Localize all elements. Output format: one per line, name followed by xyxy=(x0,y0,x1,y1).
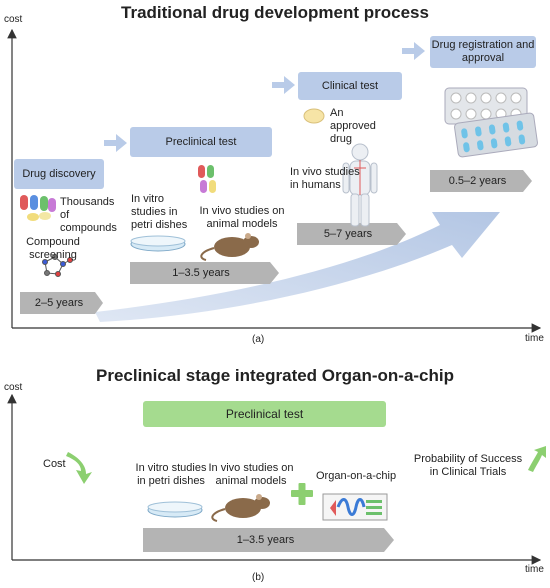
human-body-icon xyxy=(342,143,378,227)
caption-a: (a) xyxy=(252,334,265,345)
duration-approval: 0.5–2 years xyxy=(448,175,507,187)
caption-b: (b) xyxy=(252,572,265,583)
petri-dish-b-icon xyxy=(147,501,203,518)
petri-dish-icon xyxy=(130,235,186,252)
mouse-b-icon xyxy=(211,494,270,522)
pills-icon xyxy=(20,195,56,221)
step-arrow-2 xyxy=(272,76,295,94)
organ-on-chip-icon xyxy=(322,493,388,521)
note-success-probability: Probability of Success in Clinical Trial… xyxy=(413,453,523,479)
blister-pack-icon xyxy=(444,87,538,158)
note-in-vivo-humans: In vivo studies in humans xyxy=(290,166,360,192)
duration-discovery: 2–5 years xyxy=(34,297,84,309)
y-axis-label-a: cost xyxy=(4,14,23,25)
stage-drug-discovery: Drug discovery xyxy=(14,159,104,189)
duration-arrow-discovery xyxy=(20,292,103,314)
stage-preclinical-test: Preclinical test xyxy=(130,127,272,157)
note-thousands-compounds: Thousands of compounds xyxy=(60,196,117,235)
duration-arrow-preclinical xyxy=(130,262,279,284)
note-approved-drug: An approved drug xyxy=(330,107,376,146)
cost-curve-arrow xyxy=(95,212,500,322)
note-in-vivo-animal-a: In vivo studies on animal models xyxy=(199,205,285,231)
step-arrow-3 xyxy=(402,42,425,60)
cost-label: Cost xyxy=(43,458,66,470)
note-in-vivo-b: In vivo studies on animal models xyxy=(208,462,294,488)
note-in-vitro-b: In vitro studies in petri dishes xyxy=(135,462,207,488)
duration-arrow-clinical xyxy=(297,223,406,245)
x-axis-label-b: time xyxy=(525,564,544,575)
stage-clinical-test: Clinical test xyxy=(298,72,402,100)
stage-drug-registration: Drug registration and approval xyxy=(430,36,536,68)
duration-b: 1–3.5 years xyxy=(236,534,295,546)
note-organ-on-chip: Organ-on-a-chip xyxy=(316,470,397,482)
duration-clinical: 5–7 years xyxy=(323,228,373,240)
panel-a-title: Traditional drug development process xyxy=(121,3,429,22)
duration-arrow-b xyxy=(143,528,394,552)
duration-arrow-approval xyxy=(430,170,532,192)
note-compound-screening: Compound screening xyxy=(26,236,80,262)
cost-down-arrow xyxy=(66,452,92,484)
molecule-icon xyxy=(42,254,73,277)
preclinical-pills-icon xyxy=(198,165,216,193)
plus-icon xyxy=(291,483,313,505)
mouse-icon xyxy=(200,233,259,261)
panel-b-title: Preclinical stage integrated Organ-on-a-… xyxy=(95,366,455,385)
y-axis-label-b: cost xyxy=(4,382,23,393)
x-axis-label-a: time xyxy=(525,333,544,344)
duration-preclinical: 1–3.5 years xyxy=(172,267,230,279)
approved-pill-icon xyxy=(303,108,325,124)
stage-preclinical-test-b: Preclinical test xyxy=(143,401,386,427)
note-in-vitro-a: In vitro studies in petri dishes xyxy=(131,193,188,232)
success-up-arrow xyxy=(528,446,546,472)
step-arrow-1 xyxy=(104,134,127,152)
